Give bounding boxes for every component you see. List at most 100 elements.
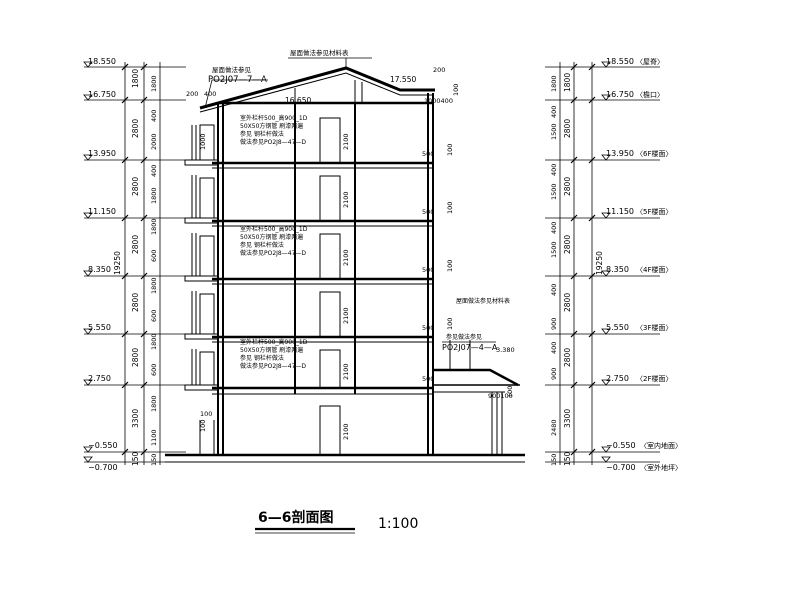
dim-200-left: 200: [186, 90, 198, 98]
dim-left-3300: 3300: [131, 409, 140, 428]
dim-1000400: 1000400: [424, 97, 453, 105]
elev-right-m0700-label: 〈室外地坪〉: [640, 463, 682, 472]
right-canopy: [433, 340, 520, 455]
wall-dim-500-3f: 500: [422, 324, 434, 332]
door-height-2f: 2100: [342, 363, 350, 380]
railing-note-4f-c: 参见 钢栏杆做法: [240, 241, 284, 249]
elev-left-16750: 16.750: [88, 90, 116, 99]
dim-right-2800-c: 2800: [563, 235, 572, 254]
dim-right-inner-2: 1500: [550, 123, 558, 140]
right-elevation-markers: [601, 61, 611, 463]
drawing-title: 6—6剖面图 1:100: [255, 509, 418, 534]
left-elevation-markers: [83, 61, 93, 463]
elev-right-16750: 16.750: [606, 90, 634, 99]
left-balcony-small-dims: 100 1000 100: [199, 133, 212, 432]
dim-right-2800-a: 2800: [563, 119, 572, 138]
railing-note-2f-d: 做法参见PO2J8—47—D: [240, 362, 306, 370]
railing-note-4f-b: 50X50方钢管 刷漆两遍: [240, 233, 303, 241]
dim-right-inner-19: 2480: [550, 419, 558, 436]
dim-left-2800-c: 2800: [131, 235, 140, 254]
wall-dim-500-4f: 500: [422, 266, 434, 274]
elev-right-18550: 18.550: [606, 57, 634, 66]
elev-left-18550: 18.550: [88, 57, 116, 66]
dim-left-inner-10: 1800: [150, 277, 158, 294]
elev-right-5550: 5.550: [606, 323, 629, 332]
dim-left-inner-14: 600: [150, 364, 158, 376]
elev-right-m0550-label: 〈室内地面〉: [640, 441, 682, 450]
right-inner-dimensions: 1800 400 1500 400 1500 400 1500 400 900 …: [550, 75, 558, 466]
wall-dim-100-4f: 100: [446, 260, 454, 272]
door-height-5f: 2100: [342, 191, 350, 208]
wall-dim-500-2f: 500: [422, 375, 434, 383]
wall-dim-500-6f: 500: [422, 150, 434, 158]
dim-right-total: 19250: [595, 251, 604, 275]
dim-right-2800-e: 2800: [563, 348, 572, 367]
dim-left-inner-21: 1100: [150, 429, 158, 446]
canopy-note: 参见做法参见: [446, 333, 482, 341]
wall-dim-100-5f: 100: [446, 202, 454, 214]
right-wall-small-dims: 500 500 500 500 500 100 100 100 100 100: [422, 144, 514, 398]
elev-right-11150: 11.150: [606, 207, 634, 216]
elev-left-m0550: −0.550: [88, 441, 118, 450]
left-dimension-ticks: [121, 63, 148, 456]
dim-left-inner-1: 400: [150, 110, 158, 122]
railing-note-6f-d: 做法参见PO2J8—47—D: [240, 138, 306, 146]
elev-right-13950: 13.950: [606, 149, 634, 158]
railing-note-2f-a: 室外栏杆500_高900_1D: [240, 338, 308, 346]
dim-left-inner-2: 2000: [150, 133, 158, 150]
elev-left-5550: 5.550: [88, 323, 111, 332]
dim-right-2800-d: 2800: [563, 293, 572, 312]
canopy-ref: PO2J07—4—A: [442, 343, 498, 352]
dim-100-right-top: 100: [452, 84, 460, 96]
dim-right-150: 150: [563, 451, 572, 466]
railing-note-4f-a: 室外栏杆500_高900_1D: [240, 225, 308, 233]
roof-note: 屋面做法参见: [212, 65, 252, 74]
right-elevation-labels: 18.550 〈屋脊〉 16.750 〈檐口〉 13.950 〈6F楼面〉 11…: [606, 57, 682, 472]
dim-right-inner-8: 1500: [550, 241, 558, 258]
ridge-level-right: 17.550: [390, 75, 416, 84]
dim-400-left: 400: [204, 90, 216, 98]
balcony-dim-1000: 1000: [199, 133, 207, 150]
dim-right-inner-13: 400: [550, 342, 558, 354]
roof-material-note: 屋面做法参见材料表: [290, 48, 349, 57]
door-height-3f: 2100: [342, 307, 350, 324]
elev-right-m0700: −0.700: [606, 463, 636, 472]
dim-right-2800-b: 2800: [563, 177, 572, 196]
door-height-labels: 2100 2100 2100 2100 2100 2100: [342, 133, 350, 440]
roof-annotations: 屋面做法参见材料表 屋面做法参见 PO2J07—7—A 16.650 17.55…: [186, 48, 460, 105]
dim-left-inner-3: 400: [150, 165, 158, 177]
dim-right-inner-12: 900: [550, 318, 558, 330]
dim-left-2800-d: 2800: [131, 293, 140, 312]
dim-left-150: 150: [131, 451, 140, 466]
dim-right-1800: 1800: [563, 73, 572, 92]
dim-left-inner-22: 150: [150, 454, 158, 466]
elev-left-8350: 8.350: [88, 265, 111, 274]
right-outer-dimensions: 1800 2800 2800 2800 2800 2800 3300 150 1…: [563, 73, 604, 466]
dim-left-inner-4: 1800: [150, 187, 158, 204]
dim-right-inner-1: 400: [550, 106, 558, 118]
left-balconies: [184, 124, 219, 455]
wall-dim-500-5f: 500: [422, 208, 434, 216]
wall-dim-100-6f: 100: [446, 144, 454, 156]
dim-left-2800-b: 2800: [131, 177, 140, 196]
dim-left-total: 19250: [113, 251, 122, 275]
elev-right-16750-label: 〈檐口〉: [636, 90, 664, 99]
left-dimension-lines: [84, 62, 186, 465]
door-height-1f: 2100: [342, 423, 350, 440]
left-elevation-labels: 18.550 16.750 13.950 11.150 8.350 5.550 …: [88, 57, 118, 472]
railing-note-2f-c: 参见 钢栏杆做法: [240, 354, 284, 362]
eave-level-left: 16.650: [285, 96, 311, 105]
elev-left-13950: 13.950: [88, 149, 116, 158]
roof-ref: PO2J07—7—A: [208, 75, 267, 85]
doors: [319, 117, 341, 456]
left-inner-dimensions: 1800 400 2000 400 1800 1800 600 1800 600…: [150, 75, 158, 466]
dim-left-1800: 1800: [131, 69, 140, 88]
railing-note-6f-b: 50X50方钢管 刷漆两遍: [240, 122, 303, 130]
dim-right-inner-7: 400: [550, 222, 558, 234]
wall-dim-100-1f: 100: [506, 386, 514, 398]
railing-note-2f-b: 50X50方钢管 刷漆两遍: [240, 346, 303, 354]
elev-right-2750-label: 〈2F楼面〉: [636, 374, 672, 383]
dim-right-3300: 3300: [563, 409, 572, 428]
elev-right-13950-label: 〈6F楼面〉: [636, 149, 672, 158]
